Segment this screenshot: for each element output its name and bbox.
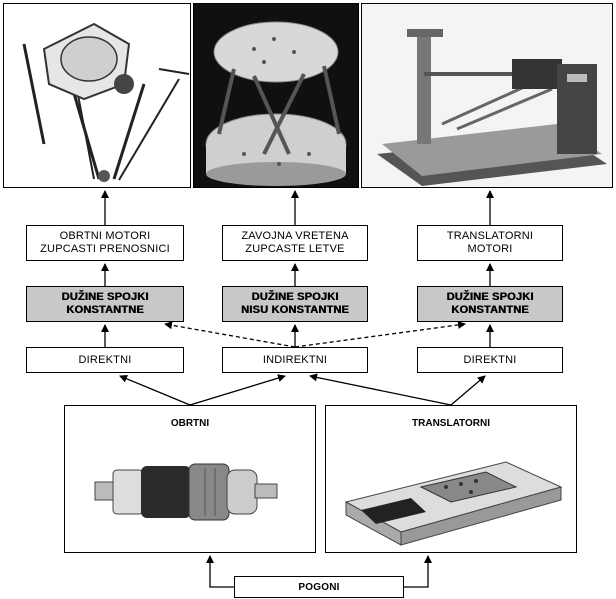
arrow [210, 556, 234, 587]
arrow [190, 376, 285, 405]
dashed-arrow [295, 324, 465, 347]
dashed-arrow [165, 324, 295, 347]
arrow [120, 376, 190, 405]
arrow [451, 376, 485, 405]
arrow [404, 556, 428, 587]
arrow [310, 376, 451, 405]
